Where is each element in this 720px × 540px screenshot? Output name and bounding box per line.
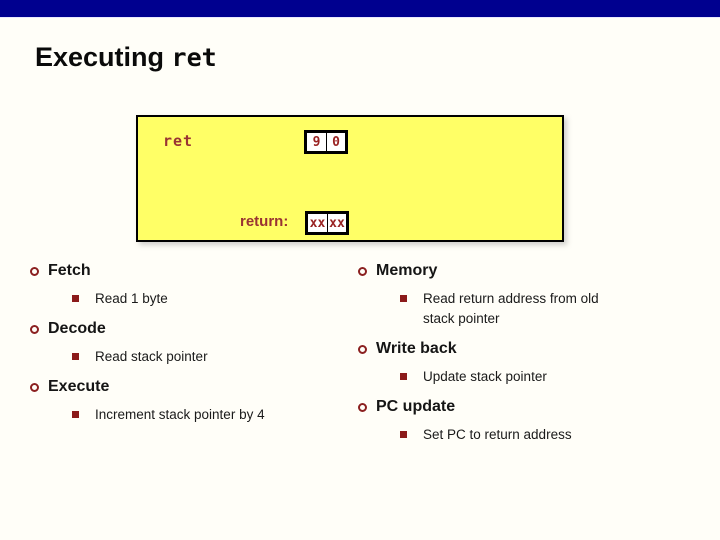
square-bullet-icon [72, 353, 79, 360]
circle-bullet-icon [30, 266, 39, 276]
stage-label-text: Write back [376, 340, 457, 357]
square-bullet-icon [72, 411, 79, 418]
square-bullet-icon [400, 431, 407, 438]
stage-label-text: Execute [48, 378, 110, 395]
title-code-ret: ret [171, 43, 217, 72]
stage-label-text: Fetch [48, 262, 91, 279]
return-label: return: [240, 213, 289, 230]
stage-memory-detail: Read return address from old stack point… [400, 289, 698, 329]
square-bullet-icon [400, 295, 407, 302]
stage-fetch-detail: Read 1 byte [72, 289, 370, 309]
stage-detail-text: Increment stack pointer by 4 [95, 407, 265, 422]
slide-top-bar [0, 0, 720, 18]
stage-list-left: Fetch Read 1 byte Decode Read stack poin… [30, 260, 370, 434]
stage-write-back: Write back [358, 338, 698, 360]
stage-list-right: Memory Read return address from old stac… [358, 260, 698, 454]
opcode-low-nibble: 0 [326, 133, 345, 151]
circle-bullet-icon [30, 382, 39, 392]
stage-fetch: Fetch [30, 260, 370, 282]
stage-label-text: Decode [48, 320, 106, 337]
stage-detail-text: Read 1 byte [95, 291, 168, 306]
stage-detail-text: Update stack pointer [423, 369, 547, 384]
return-cell-2: xx [327, 214, 346, 232]
return-cell-1: xx [308, 214, 327, 232]
stage-detail-text: Read return address from old stack point… [423, 291, 599, 326]
stage-label-text: Memory [376, 262, 438, 279]
opcode-byte-cells: 9 0 [304, 130, 348, 154]
title-text: Executing [35, 42, 172, 72]
stage-memory: Memory [358, 260, 698, 282]
return-address-cells: xx xx [305, 211, 349, 235]
stage-write-back-detail: Update stack pointer [400, 367, 698, 387]
stage-detail-text: Read stack pointer [95, 349, 208, 364]
stage-execute: Execute [30, 376, 370, 398]
stage-pc-update: PC update [358, 396, 698, 418]
circle-bullet-icon [30, 324, 39, 334]
stage-decode-detail: Read stack pointer [72, 347, 370, 367]
page-title: Executing ret [35, 42, 217, 73]
circle-bullet-icon [358, 402, 367, 412]
opcode-high-nibble: 9 [307, 133, 326, 151]
circle-bullet-icon [358, 344, 367, 354]
stage-label-text: PC update [376, 398, 456, 415]
stage-execute-detail: Increment stack pointer by 4 [72, 405, 370, 425]
circle-bullet-icon [358, 266, 367, 276]
instruction-label: ret [163, 132, 194, 150]
square-bullet-icon [72, 295, 79, 302]
stage-detail-text: Set PC to return address [423, 427, 572, 442]
square-bullet-icon [400, 373, 407, 380]
instruction-diagram-box: ret 9 0 return: xx xx [136, 115, 564, 242]
stage-decode: Decode [30, 318, 370, 340]
stage-pc-update-detail: Set PC to return address [400, 425, 698, 445]
